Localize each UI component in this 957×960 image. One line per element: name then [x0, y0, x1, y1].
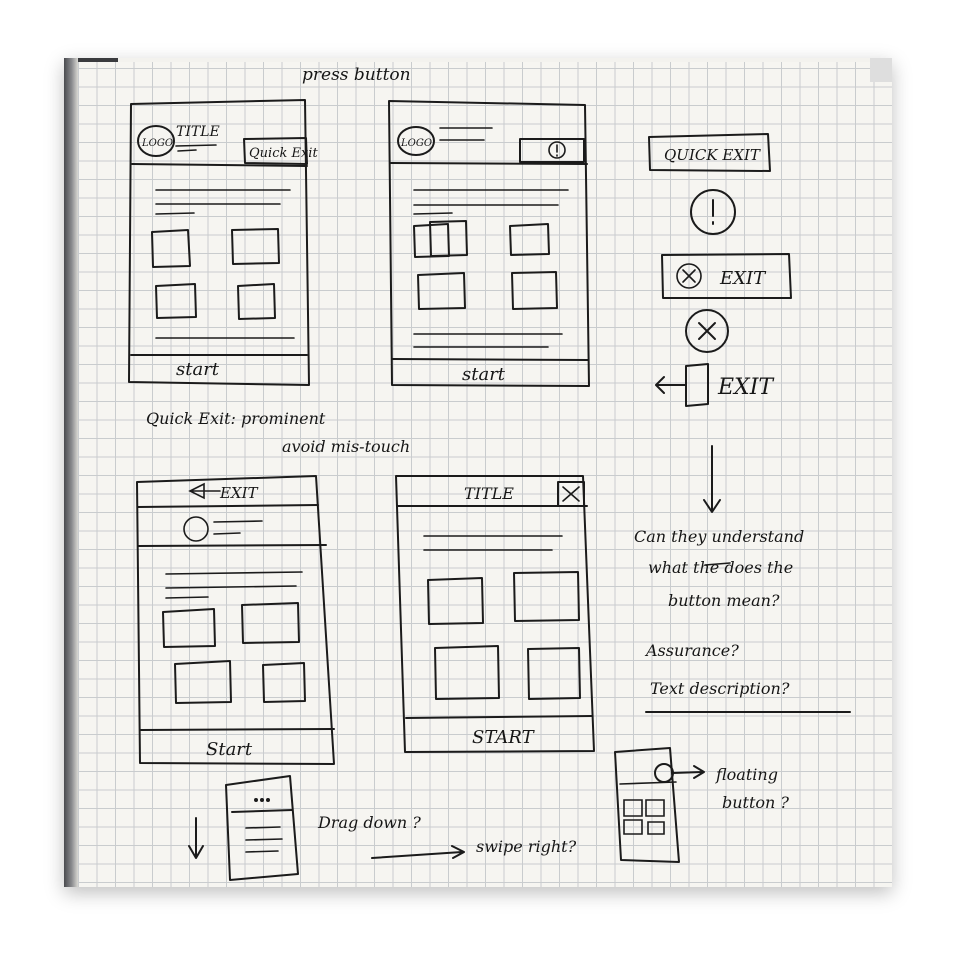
- note-drag-down: Drag down ?: [317, 813, 421, 832]
- x-circle-icon-2: [685, 309, 729, 353]
- wireframe-3: EXIT Start: [136, 475, 335, 765]
- floating-button-sketch: [614, 747, 705, 863]
- grid-paper: [78, 62, 892, 887]
- option-quick-exit: [648, 133, 771, 172]
- note-assurance: Assurance?: [644, 641, 739, 660]
- wireframe-1: LOGO TITLE Quick Exit start: [128, 99, 318, 386]
- down-arrow-icon-2: [188, 817, 204, 859]
- sketch1-start: start: [176, 359, 220, 380]
- close-x-icon: [562, 486, 580, 502]
- quick-exit-box-1: [243, 137, 308, 165]
- alert-circle-icon: [690, 189, 736, 235]
- note-avoid-mis-touch: avoid mis-touch: [282, 437, 410, 456]
- sketch2-start: start: [462, 364, 506, 385]
- note-quick-exit-prominent: Quick Exit: prominent: [146, 409, 326, 428]
- note-floating: floating: [715, 765, 778, 784]
- note-text-description: Text description?: [650, 679, 790, 698]
- sketch2-logo: LOGO: [400, 138, 432, 149]
- sketch4-title: TITLE: [464, 484, 514, 503]
- page-corner: [870, 58, 892, 82]
- wireframe-4: TITLE START: [395, 475, 595, 753]
- note-can-they-understand: Can they understand: [634, 527, 804, 546]
- sketch1-logo: LOGO: [141, 138, 173, 149]
- note-swipe-right: swipe right?: [476, 837, 577, 856]
- logo-circle-1: [137, 125, 175, 157]
- option-quick-exit-label: QUICK EXIT: [664, 146, 761, 164]
- floating-button-circle: [654, 763, 674, 783]
- sketch4-start: START: [472, 727, 536, 748]
- option-x-exit: [661, 253, 792, 299]
- x-circle-icon-1: [676, 263, 702, 289]
- sketch1-quick-exit: Quick Exit: [249, 146, 318, 161]
- notebook-spine: [64, 58, 78, 887]
- note-press-button: press button: [302, 65, 411, 85]
- exit-arrow-icon: [655, 363, 709, 407]
- exit-icon-box-2: [519, 138, 585, 163]
- wireframe-2: LOGO start: [388, 100, 590, 387]
- exit-options: QUICK EXIT EXIT EXIT: [648, 133, 792, 513]
- option-exit-label-1: EXIT: [719, 268, 767, 289]
- sketch1-title: TITLE: [176, 124, 220, 140]
- alert-icon: [548, 141, 566, 159]
- note-what-does-the: what the does the: [648, 558, 793, 577]
- option-exit-label-2: EXIT: [717, 375, 775, 400]
- right-arrow-icon: [371, 845, 465, 859]
- note-button-q: button ?: [722, 793, 789, 812]
- sketch3-start: Start: [206, 739, 253, 760]
- notebook-photo: [64, 58, 892, 887]
- strikethrough: [704, 562, 731, 566]
- sketch3-exit: EXIT: [219, 484, 259, 502]
- down-arrow-icon-1: [703, 445, 721, 513]
- note-button-mean: button mean?: [668, 591, 780, 610]
- drag-down-sketch: [188, 775, 299, 881]
